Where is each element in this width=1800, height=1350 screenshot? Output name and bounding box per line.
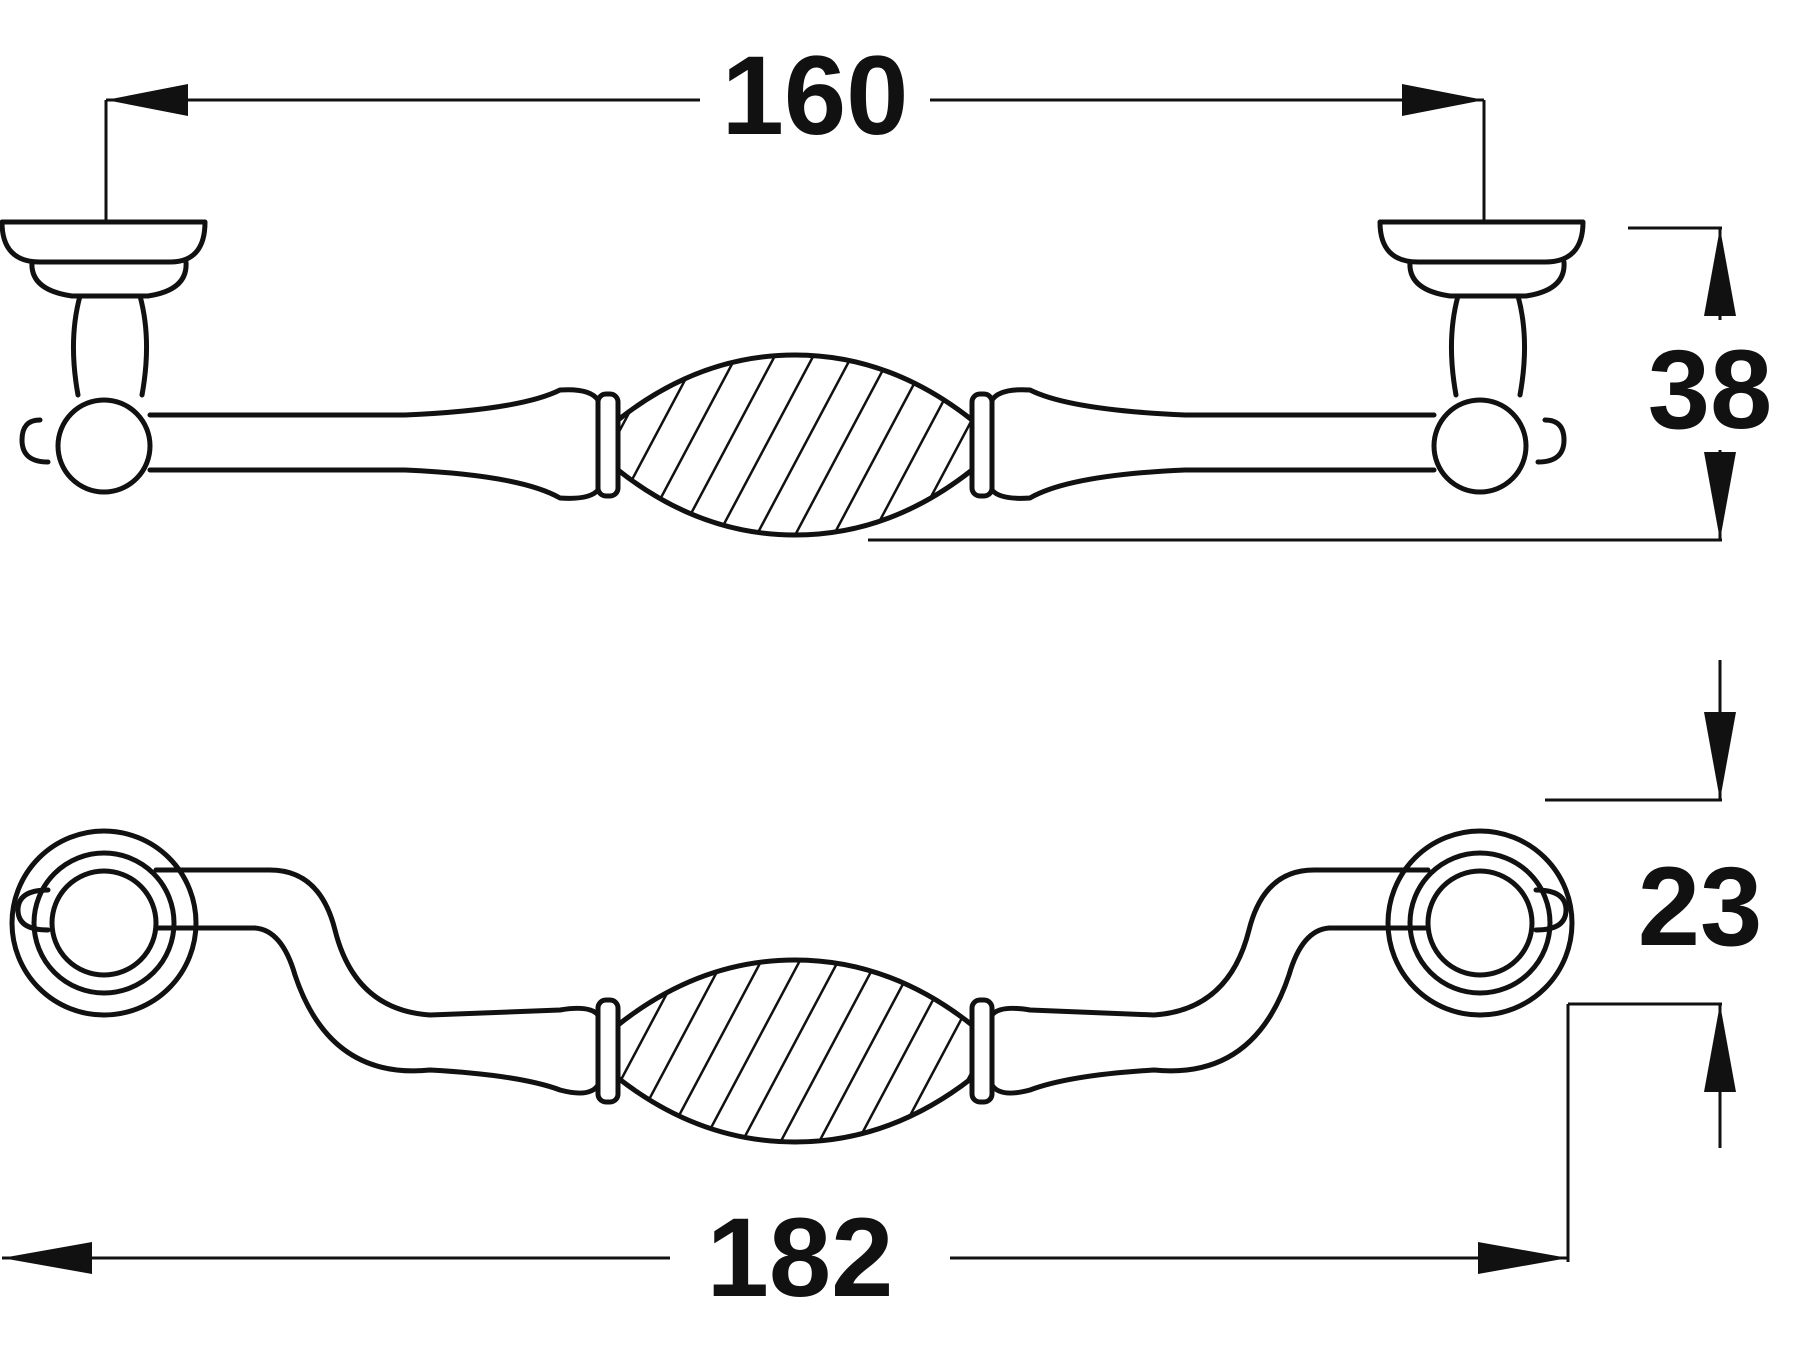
right-rosette (1385, 828, 1575, 1018)
left-rosette (9, 828, 199, 1018)
side-view (0, 219, 1586, 538)
plan-view (9, 828, 1575, 1145)
dimension-height: 38 (868, 226, 1773, 542)
left-mount-side (0, 219, 208, 495)
dimension-centre-distance: 160 (104, 33, 1486, 222)
dim-label-38: 38 (1648, 327, 1773, 452)
dim-label-160: 160 (722, 33, 909, 158)
dim-label-23: 23 (1638, 844, 1763, 969)
dimension-overall-length: 182 (2, 1004, 1570, 1320)
dimension-projection: 23 (1545, 660, 1762, 1148)
right-mount-side (1377, 219, 1586, 495)
dim-label-182: 182 (707, 1195, 894, 1320)
